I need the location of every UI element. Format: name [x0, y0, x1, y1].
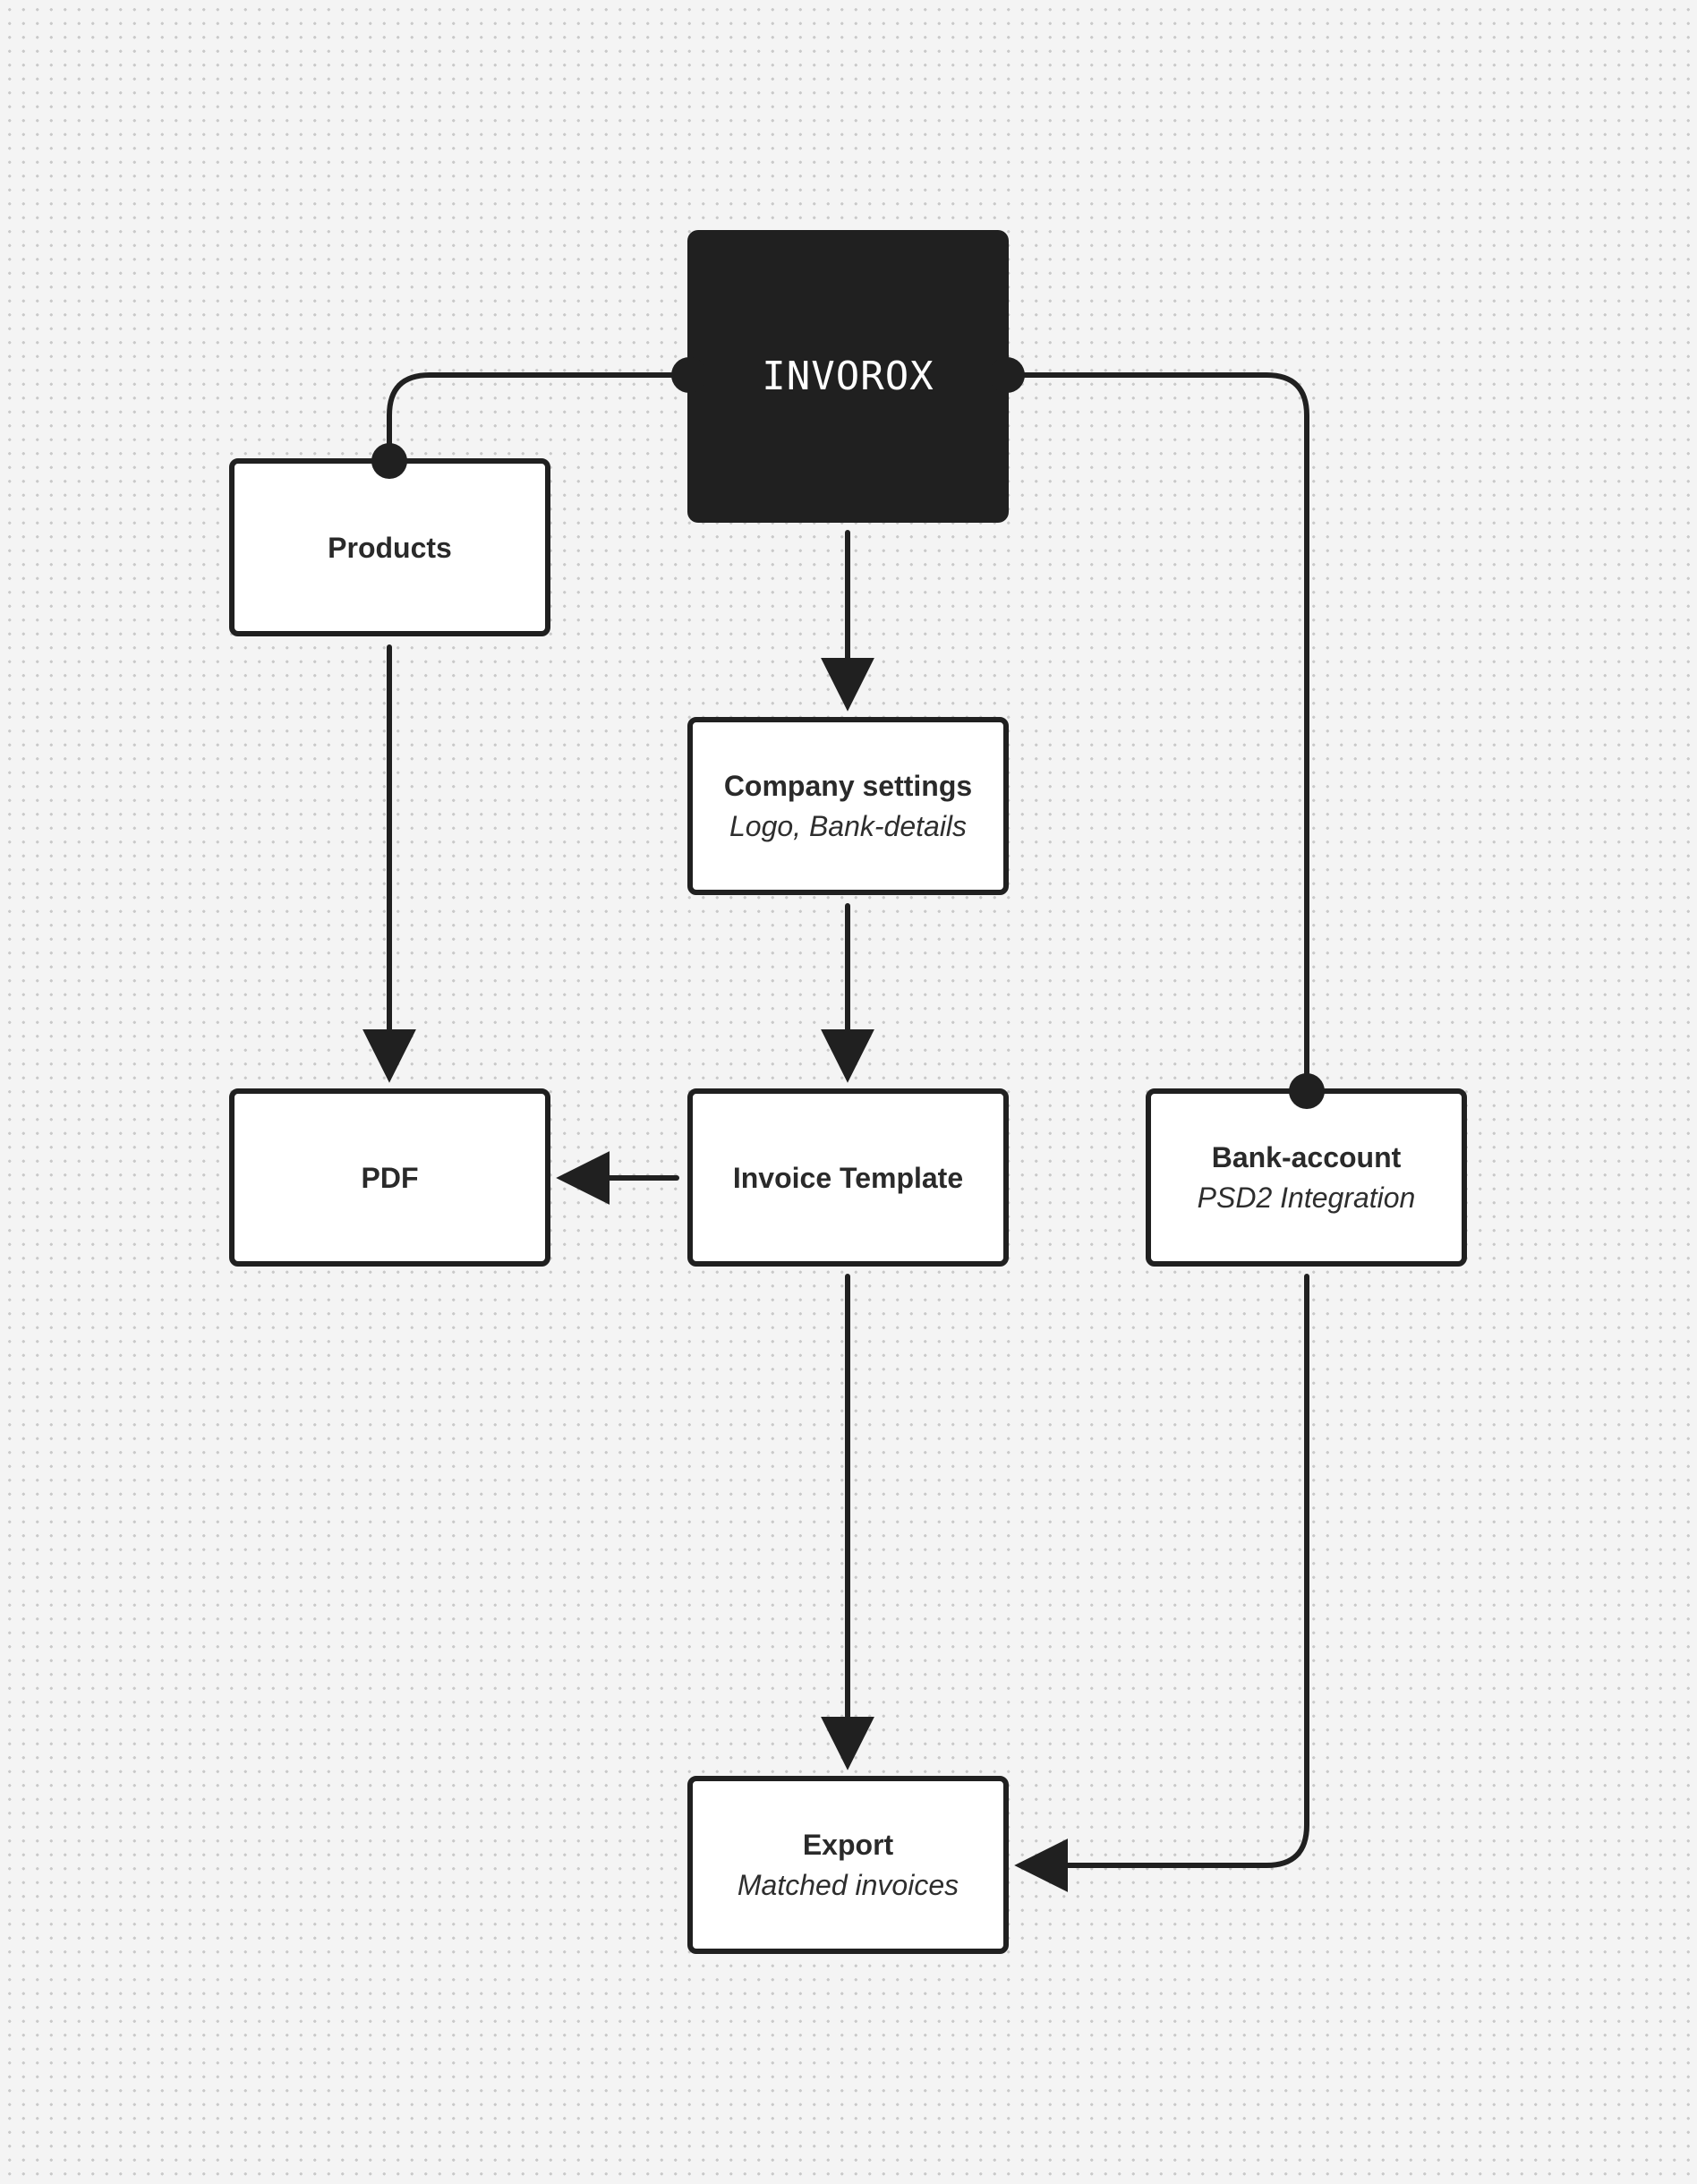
edge-bank-account-to-export: [1014, 1274, 1309, 1892]
node-products-title: Products: [328, 531, 452, 564]
node-company-settings-title: Company settings: [723, 769, 973, 802]
node-company-settings[interactable]: Company settings Logo, Bank-details: [687, 717, 1009, 895]
node-export-subtitle: Matched invoices: [737, 1868, 959, 1901]
node-invoice-template-title: Invoice Template: [732, 1161, 964, 1194]
edge-invorox-to-products: [387, 372, 692, 463]
node-company-settings-subtitle: Logo, Bank-details: [729, 809, 968, 842]
node-invoice-template[interactable]: Invoice Template: [687, 1088, 1009, 1267]
node-pdf[interactable]: PDF: [229, 1088, 550, 1267]
node-export-title: Export: [802, 1828, 894, 1861]
node-bank-account-subtitle: PSD2 Integration: [1197, 1181, 1416, 1214]
edge-invorox-to-bank-account: [1004, 372, 1309, 1093]
node-pdf-title: PDF: [361, 1161, 419, 1194]
node-invorox[interactable]: INVOROX: [687, 230, 1009, 523]
node-export[interactable]: Export Matched invoices: [687, 1776, 1009, 1954]
node-invorox-title: INVOROX: [762, 353, 934, 399]
node-products[interactable]: Products: [229, 458, 550, 636]
node-bank-account-title: Bank-account: [1211, 1140, 1402, 1173]
node-bank-account[interactable]: Bank-account PSD2 Integration: [1146, 1088, 1467, 1267]
